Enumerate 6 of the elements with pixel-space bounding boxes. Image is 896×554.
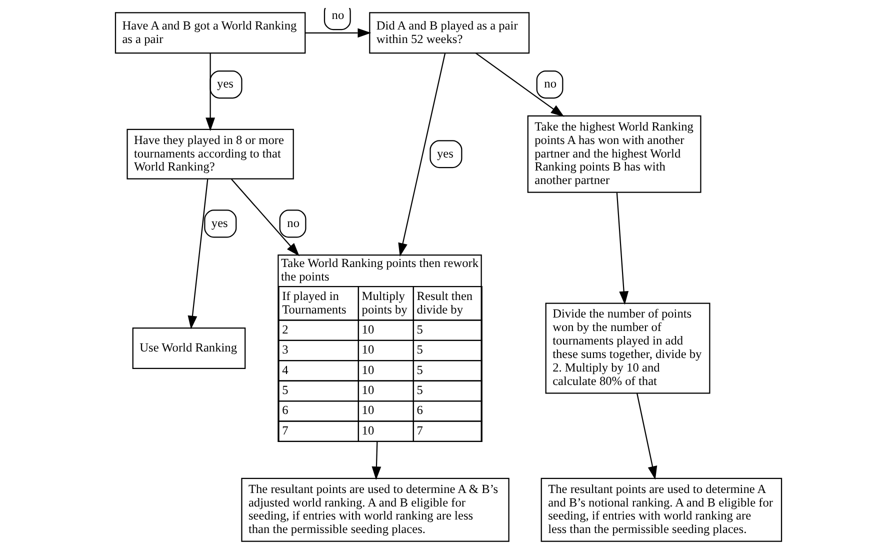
edge-label: no [286, 216, 300, 230]
edge-label: yes [210, 216, 228, 230]
edge-label: no [544, 76, 556, 91]
edge-label: yes [216, 76, 233, 91]
edge-label: yes [436, 146, 453, 160]
edge-label: no [331, 8, 344, 22]
